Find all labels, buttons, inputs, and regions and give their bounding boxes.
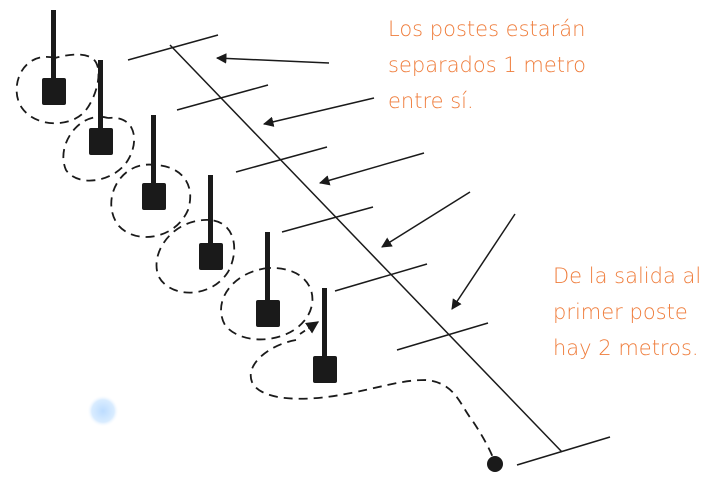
tick-mark xyxy=(396,322,489,351)
pole-base xyxy=(142,183,166,210)
path-exit xyxy=(249,339,495,461)
path-arrow xyxy=(299,321,320,335)
pole xyxy=(89,60,113,155)
tick-mark xyxy=(281,206,374,233)
pole-base xyxy=(199,243,223,270)
arrows xyxy=(215,53,516,310)
start-point xyxy=(487,456,503,472)
tick-mark xyxy=(516,436,611,466)
tick-mark xyxy=(127,34,219,61)
arrow xyxy=(318,152,425,186)
tick-mark xyxy=(334,263,428,292)
arrow xyxy=(215,53,330,64)
poles xyxy=(42,10,337,383)
annotation-line: entre sí. xyxy=(388,89,474,113)
path-loop xyxy=(220,267,314,341)
tick-mark xyxy=(176,84,269,111)
tick-marks xyxy=(127,34,611,466)
main-measure-line xyxy=(169,44,563,453)
arrow xyxy=(262,97,375,127)
decorative-dot xyxy=(87,395,119,427)
annotation-line: Los postes estarán xyxy=(388,17,586,41)
pole xyxy=(313,288,337,383)
pole-base xyxy=(313,356,337,383)
path-loop xyxy=(110,163,192,238)
start-distance-annotation: De la salida al primer poste hay 2 metro… xyxy=(553,258,701,366)
pole xyxy=(256,232,280,327)
arrow xyxy=(451,213,516,310)
tick-mark xyxy=(235,146,328,173)
pole xyxy=(199,175,223,270)
spacing-annotation: Los postes estarán separados 1 metro ent… xyxy=(388,11,586,119)
arrow xyxy=(381,191,471,248)
pole-base xyxy=(89,128,113,155)
pole xyxy=(142,115,166,210)
slalom-path xyxy=(15,53,495,461)
pole-base xyxy=(256,300,280,327)
path-loop xyxy=(15,53,100,125)
path-loop xyxy=(62,115,136,182)
pole-base xyxy=(42,78,66,105)
annotation-line: hay 2 metros. xyxy=(553,336,699,360)
annotation-line: De la salida al xyxy=(553,264,702,288)
annotation-line: primer poste xyxy=(553,300,688,324)
pole xyxy=(42,10,66,105)
annotation-line: separados 1 metro xyxy=(388,53,587,77)
path-loop xyxy=(155,219,236,294)
